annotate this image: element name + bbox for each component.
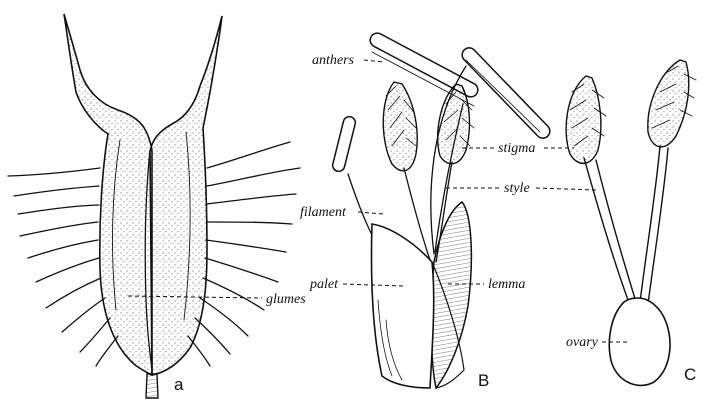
lemma xyxy=(431,202,471,388)
stigma-label: stigma xyxy=(498,141,535,156)
panel-letter-c: C xyxy=(684,365,696,384)
panel-a-glumes: glumes a xyxy=(8,14,306,398)
stigma-c-left xyxy=(566,76,601,163)
glume-right-body xyxy=(150,16,222,375)
stigma-feathery-b xyxy=(383,82,474,171)
panel-letter-b: B xyxy=(478,371,489,390)
style-label: style xyxy=(504,181,530,196)
filament-label: filament xyxy=(300,205,347,220)
panel-c-pistil: ovary C xyxy=(566,60,696,385)
palet-label: palet xyxy=(309,277,339,292)
styles-c xyxy=(584,146,668,304)
lemma-label: lemma xyxy=(488,277,525,292)
stigma-c-right xyxy=(648,60,689,147)
ovary-label: ovary xyxy=(566,335,599,350)
glume-stalk xyxy=(146,374,158,398)
anther-3 xyxy=(331,115,356,172)
anthers-label: anthers xyxy=(312,53,355,68)
style-leader-right xyxy=(536,188,596,190)
panel-b-floret: anthers stigma style filament palet lemm… xyxy=(300,31,596,390)
anthers-leader xyxy=(364,60,384,62)
panel-letter-a: a xyxy=(174,375,184,394)
glume-left-body xyxy=(64,14,152,375)
palet xyxy=(371,224,433,388)
glumes-label: glumes xyxy=(266,292,306,307)
